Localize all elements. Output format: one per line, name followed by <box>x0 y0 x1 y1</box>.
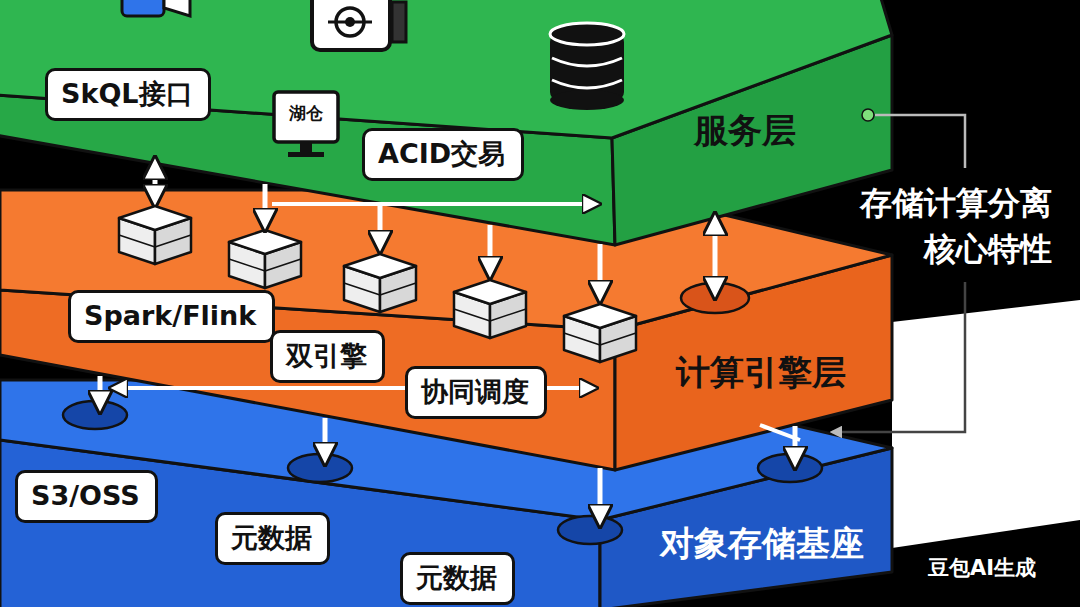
flow-arrow <box>488 225 493 276</box>
monitor-icon <box>274 92 338 157</box>
port-ellipse <box>558 516 622 544</box>
flow-arrow <box>598 468 603 524</box>
camera-icon <box>312 0 406 50</box>
tag-text: SkQL接口 <box>61 78 193 110</box>
feature-tag: 元数据 <box>215 512 330 565</box>
flow-arrow <box>378 206 383 250</box>
chat-icon <box>122 0 190 16</box>
ground-band <box>892 300 1080 548</box>
layer-band: 对象存储基座S3/OSS元数据元数据 <box>0 380 892 607</box>
monitor-text: 湖仓 <box>278 103 334 123</box>
data-cube <box>454 280 526 338</box>
layer-link <box>263 184 268 228</box>
tag-text: 双引擎 <box>286 340 367 372</box>
layer-band: 服务层 SkQL接口 ACID交易 <box>0 0 892 246</box>
tag-text: Spark/Flink <box>84 300 256 332</box>
port-ellipse <box>758 454 822 482</box>
feature-tag: 协同调度 <box>405 366 547 419</box>
layer-title: 计算引擎层 <box>676 352 846 393</box>
data-cube <box>564 304 636 362</box>
tag-text: ACID交易 <box>378 138 505 170</box>
tag-text: 元数据 <box>416 562 497 594</box>
tag-text: 元数据 <box>231 522 312 554</box>
feature-tag: ACID交易 <box>362 128 524 181</box>
feature-tag: 双引擎 <box>270 330 385 383</box>
database-icon <box>550 23 624 110</box>
port-ellipse <box>288 454 352 482</box>
compute-slab-front <box>0 290 615 470</box>
callout-leader <box>832 109 965 432</box>
watermark: 豆包AI生成 <box>928 556 1068 581</box>
feature-tag: Spark/Flink <box>68 290 275 343</box>
flow-arrow <box>323 418 328 462</box>
layer-title: 服务层 <box>694 110 796 151</box>
flow-arrow <box>598 244 603 300</box>
layer-link <box>713 216 718 296</box>
data-cube <box>119 206 191 264</box>
layer-link <box>793 426 798 466</box>
layer-band: 计算引擎层 Spark/Flink 双引擎协同调度 <box>0 190 892 472</box>
data-cube <box>344 254 416 312</box>
data-cube <box>229 230 301 288</box>
feature-tag: 元数据 <box>400 552 515 605</box>
flow-arrow <box>153 160 158 204</box>
tag-text: 协同调度 <box>421 376 529 408</box>
tag-text: S3/OSS <box>31 480 140 512</box>
flow-arrow <box>272 202 598 206</box>
callout-text: 存储计算分离 核心特性 <box>826 180 1052 273</box>
layer-title: 对象存储基座 <box>660 523 864 564</box>
flow-arrow <box>98 376 103 410</box>
port-ellipse <box>63 401 127 429</box>
feature-tag: S3/OSS <box>15 470 158 523</box>
feature-tag: SkQL接口 <box>45 68 211 121</box>
